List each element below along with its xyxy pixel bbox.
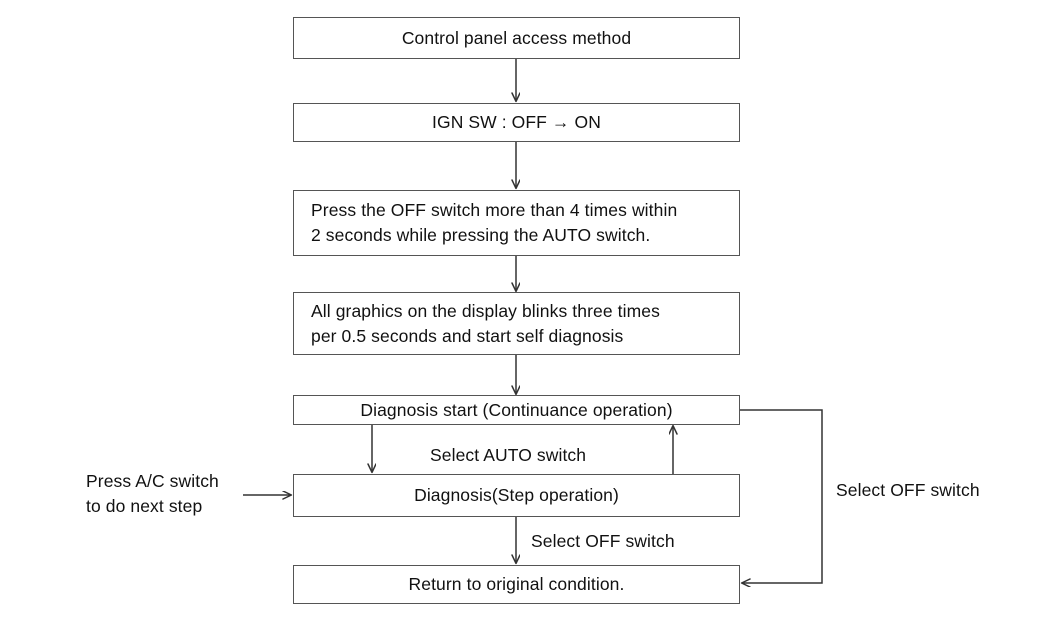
- node-diagnosis-step: Diagnosis(Step operation): [293, 474, 740, 517]
- connector-n5-n7-loop: [740, 409, 823, 583]
- node-label: Diagnosis(Step operation): [414, 485, 619, 506]
- node-press-off-switch: Press the OFF switch more than 4 times w…: [293, 190, 740, 256]
- node-label: Press the OFF switch more than 4 times w…: [311, 200, 678, 245]
- edge-label-select-auto-switch: Select AUTO switch: [430, 445, 587, 465]
- node-diagnosis-start: Diagnosis start (Continuance operation): [293, 395, 740, 425]
- edge-label-select-off-switch-loop: Select OFF switch: [836, 480, 980, 500]
- node-control-panel-access-method: Control panel access method: [293, 17, 740, 59]
- node-return-original-condition: Return to original condition.: [293, 565, 740, 604]
- node-label: Return to original condition.: [408, 574, 625, 595]
- edge-label-press-ac-switch: Press A/C switch to do next step: [86, 471, 219, 516]
- node-label: Diagnosis start (Continuance operation): [360, 399, 673, 420]
- edge-label-select-off-switch-step: Select OFF switch: [531, 531, 675, 551]
- node-ign-sw: IGN SW : OFF → ON: [293, 103, 740, 142]
- node-label: Control panel access method: [401, 27, 632, 48]
- node-display-blinks: All graphics on the display blinks three…: [293, 292, 740, 355]
- node-label: IGN SW : OFF → ON: [432, 112, 601, 133]
- node-label: All graphics on the display blinks three…: [311, 300, 660, 346]
